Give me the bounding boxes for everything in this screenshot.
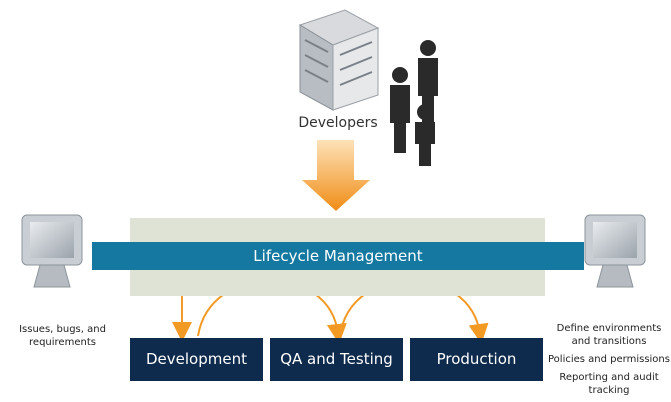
monitor-icon-left bbox=[21, 214, 83, 288]
left-note-line-1: Issues, bugs, and bbox=[19, 324, 106, 335]
server-icon bbox=[298, 9, 380, 111]
right-note-env-1: Define environments bbox=[556, 323, 662, 334]
right-notes: Define environments and transitions Poli… bbox=[548, 322, 670, 397]
left-note: Issues, bugs, and requirements bbox=[5, 323, 120, 349]
developers-label: Developers bbox=[298, 115, 378, 131]
right-note-policies: Policies and permissions bbox=[548, 354, 670, 365]
left-note-line-2: requirements bbox=[29, 337, 96, 348]
right-note-env-2: and transitions bbox=[571, 336, 647, 347]
right-note-report-1: Reporting and audit bbox=[559, 372, 659, 383]
developers-icon bbox=[390, 40, 438, 166]
monitor-icon-right bbox=[584, 214, 646, 288]
stage-qa-testing: QA and Testing bbox=[270, 338, 403, 381]
right-note-report-2: tracking bbox=[588, 385, 630, 396]
stage-production: Production bbox=[410, 338, 543, 381]
lifecycle-bar bbox=[92, 242, 584, 270]
lifecycle-label: Lifecycle Management bbox=[253, 247, 423, 265]
down-arrow-icon bbox=[302, 140, 370, 211]
stage-development: Development bbox=[130, 338, 263, 381]
